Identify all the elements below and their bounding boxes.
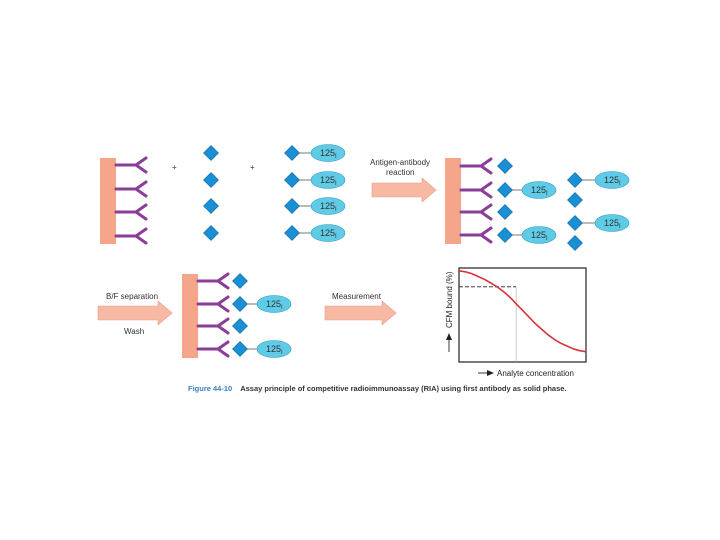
- figure-number: Figure 44-10: [188, 384, 233, 393]
- tag-0: 125I: [310, 144, 346, 162]
- calibration-chart: CFM bound (%) Analyte concentration: [445, 267, 587, 378]
- free-tag-a: 125I: [594, 171, 630, 189]
- free-antigen-b: [567, 235, 583, 251]
- measurement-label: Measurement: [332, 292, 381, 301]
- antibody-1-2: [114, 203, 148, 221]
- antibody-3-1: [196, 295, 230, 313]
- wash-label: Wash: [124, 327, 145, 336]
- plus-sign-1: +: [172, 163, 177, 172]
- tag-label: 125I: [531, 230, 548, 242]
- tag-ellipse: [310, 144, 346, 162]
- labeled-antigen-3: [284, 225, 300, 241]
- antibody-3-2: [196, 317, 230, 335]
- bound-labeled-antigen-3-1: [232, 296, 248, 312]
- bound-antigen-3-2: [232, 318, 248, 334]
- antibody-2-1: [459, 181, 493, 199]
- bound-labeled-antigen-2-1: [497, 182, 513, 198]
- antibody-2-0: [459, 157, 493, 175]
- antibody-1-1: [114, 180, 148, 198]
- tag-ellipse: [310, 224, 346, 242]
- labeled-antigen-2: [284, 198, 300, 214]
- solid-phases: [100, 158, 461, 358]
- tag-ellipse: [310, 197, 346, 215]
- free-antigen-1: [203, 172, 219, 188]
- plus-sign-2: +: [250, 163, 255, 172]
- solid-phase-3: [182, 274, 198, 358]
- x-axis-label: Analyte concentration: [497, 369, 574, 378]
- labeled-antigen-0: [284, 145, 300, 161]
- free-antigen-2: [203, 198, 219, 214]
- x-axis-arrow-head: [487, 370, 494, 376]
- free-tag-b: 125I: [594, 214, 630, 232]
- antibody-2-3: [459, 226, 493, 244]
- antibody-1-3: [114, 227, 148, 245]
- antibody-1-0: [114, 156, 148, 174]
- tag-ellipse: [594, 214, 630, 232]
- tag-label: 125I: [266, 299, 283, 311]
- tag-label: 125I: [320, 175, 337, 187]
- y-axis-arrow-head: [446, 333, 452, 340]
- bound-antigen-3-0: [232, 273, 248, 289]
- bound-tag-2-1: 125I: [521, 181, 557, 199]
- bound-tag-3-3: 125I: [256, 340, 292, 358]
- solid-phase-2: [445, 158, 461, 244]
- chart-frame: [458, 267, 587, 363]
- bound-tag-2-3: 125I: [521, 226, 557, 244]
- solid-phase-1: [100, 158, 116, 244]
- bound-tag-3-1: 125I: [256, 295, 292, 313]
- tag-ellipse: [521, 181, 557, 199]
- tag-ellipse: [310, 171, 346, 189]
- tag-ellipse: [521, 226, 557, 244]
- antibody-3-3: [196, 340, 230, 358]
- bound-antigen-2-0: [497, 158, 513, 174]
- tag-label: 125I: [320, 201, 337, 213]
- free-labeled-antigen-a: [567, 172, 583, 188]
- labeled-antigen-1: [284, 172, 300, 188]
- bf-separation-label: B/F separation: [106, 292, 159, 301]
- y-axis-label: CFM bound (%): [445, 271, 454, 328]
- caption-text: Assay principle of competitive radioimmu…: [240, 384, 567, 393]
- tag-label: 125I: [266, 344, 283, 356]
- tag-2: 125I: [310, 197, 346, 215]
- radioactive-tags: 125I 125I 125I 125I 125I 125I 125I 125I 125I 125I: [256, 144, 630, 358]
- free-antigen-3: [203, 225, 219, 241]
- tag-label: 125I: [320, 148, 337, 160]
- arrow-measurement: [324, 300, 397, 326]
- free-labeled-antigen-b: [567, 215, 583, 231]
- antibody-2-2: [459, 203, 493, 221]
- antibody-3-0: [196, 272, 230, 290]
- free-antigen-a: [567, 192, 583, 208]
- tag-ellipse: [256, 295, 292, 313]
- tag-label: 125I: [604, 175, 621, 187]
- tag-ellipse: [256, 340, 292, 358]
- free-antigen-0: [203, 145, 219, 161]
- tag-label: 125I: [320, 228, 337, 240]
- arrow-bf-separation: [97, 300, 173, 326]
- antibodies: [114, 156, 493, 358]
- process-arrows: [97, 177, 437, 326]
- reaction-label-line1: Antigen-antibody: [370, 158, 431, 167]
- bound-labeled-antigen-2-3: [497, 227, 513, 243]
- figure-caption: Figure 44-10 Assay principle of competiti…: [188, 384, 567, 393]
- tag-label: 125I: [531, 185, 548, 197]
- bound-labeled-antigen-3-3: [232, 341, 248, 357]
- bound-antigen-2-2: [497, 204, 513, 220]
- tag-ellipse: [594, 171, 630, 189]
- tag-label: 125I: [604, 218, 621, 230]
- antigens: [203, 145, 596, 357]
- tag-1: 125I: [310, 171, 346, 189]
- arrow-antigen-antibody-reaction: [371, 177, 437, 203]
- tag-3: 125I: [310, 224, 346, 242]
- reaction-label-line2: reaction: [386, 168, 415, 177]
